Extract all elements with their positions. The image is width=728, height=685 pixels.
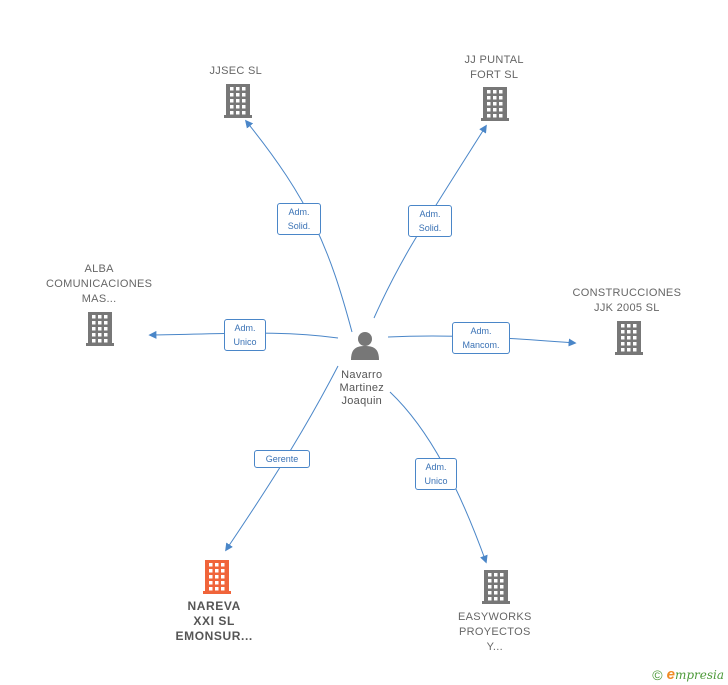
company-label-jjsec[interactable]: JJSEC SL: [210, 64, 263, 79]
edge-jjpuntal: [373, 124, 487, 319]
edge-label-jjpuntal[interactable]: Adm. Solid.: [408, 205, 452, 237]
building-icon-alba[interactable]: [86, 312, 114, 346]
label-line: FORT SL: [470, 69, 519, 81]
edge-label-line: Mancom.: [462, 340, 500, 350]
person-icon[interactable]: [351, 332, 379, 360]
label-line: CONSTRUCCIONES: [572, 287, 682, 299]
label-line: Martinez: [339, 382, 385, 394]
edge-label-line: Solid.: [287, 221, 311, 231]
label-line: MAS...: [81, 293, 117, 305]
building-icon-jjsec[interactable]: [224, 84, 252, 118]
company-label-construcciones[interactable]: CONSTRUCCIONES JJK 2005 SL: [573, 286, 682, 316]
label-line: JJK 2005 SL: [594, 302, 660, 314]
edge-label-jjsec[interactable]: Adm. Solid.: [277, 203, 321, 235]
brand-initial: e: [666, 666, 675, 683]
building-icon-nareva[interactable]: [203, 560, 231, 594]
copyright-icon: ©: [652, 666, 663, 683]
edge-label-line: Unico: [233, 337, 257, 347]
label-line: NAREVA: [187, 599, 241, 613]
edge-label-construcciones[interactable]: Adm. Mancom.: [452, 322, 510, 354]
label-line: PROYECTOS: [459, 626, 531, 638]
label-line: XXI SL: [193, 614, 235, 628]
edge-label-nareva[interactable]: Gerente: [254, 450, 310, 468]
label-line: Y...: [486, 641, 503, 653]
company-label-jjpuntal[interactable]: JJ PUNTAL FORT SL: [465, 53, 524, 83]
label-line: EASYWORKS: [458, 611, 532, 623]
footer-brand: © empresia: [652, 666, 724, 683]
label-line: JJSEC SL: [209, 65, 263, 77]
edge-label-line: Adm.: [288, 207, 310, 217]
edge-label-line: Adm.: [470, 326, 492, 336]
edge-nareva: [225, 365, 339, 552]
edge-label-line: Gerente: [265, 454, 299, 464]
edge-label-line: Adm.: [425, 462, 447, 472]
label-line: ALBA: [84, 263, 114, 275]
building-icon-easyworks[interactable]: [482, 570, 510, 604]
label-line: Navarro: [341, 369, 383, 381]
label-line: COMUNICACIONES: [46, 278, 153, 290]
edge-label-alba[interactable]: Adm. Unico: [224, 319, 266, 351]
edge-label-line: Adm.: [419, 209, 441, 219]
brand-name: mpresia: [674, 668, 724, 682]
edge-label-line: Solid.: [418, 223, 442, 233]
label-line: JJ PUNTAL: [464, 54, 524, 66]
label-line: EMONSUR...: [175, 629, 253, 643]
building-icon-jjpuntal[interactable]: [481, 87, 509, 121]
label-line: Joaquin: [341, 395, 383, 407]
edge-label-line: Unico: [424, 476, 448, 486]
edge-label-easyworks[interactable]: Adm. Unico: [415, 458, 457, 490]
building-icon-construcciones[interactable]: [615, 321, 643, 355]
company-label-easyworks[interactable]: EASYWORKS PROYECTOS Y...: [458, 610, 532, 655]
company-label-alba[interactable]: ALBA COMUNICACIONES MAS...: [46, 262, 152, 307]
edge-label-line: Adm.: [234, 323, 256, 333]
